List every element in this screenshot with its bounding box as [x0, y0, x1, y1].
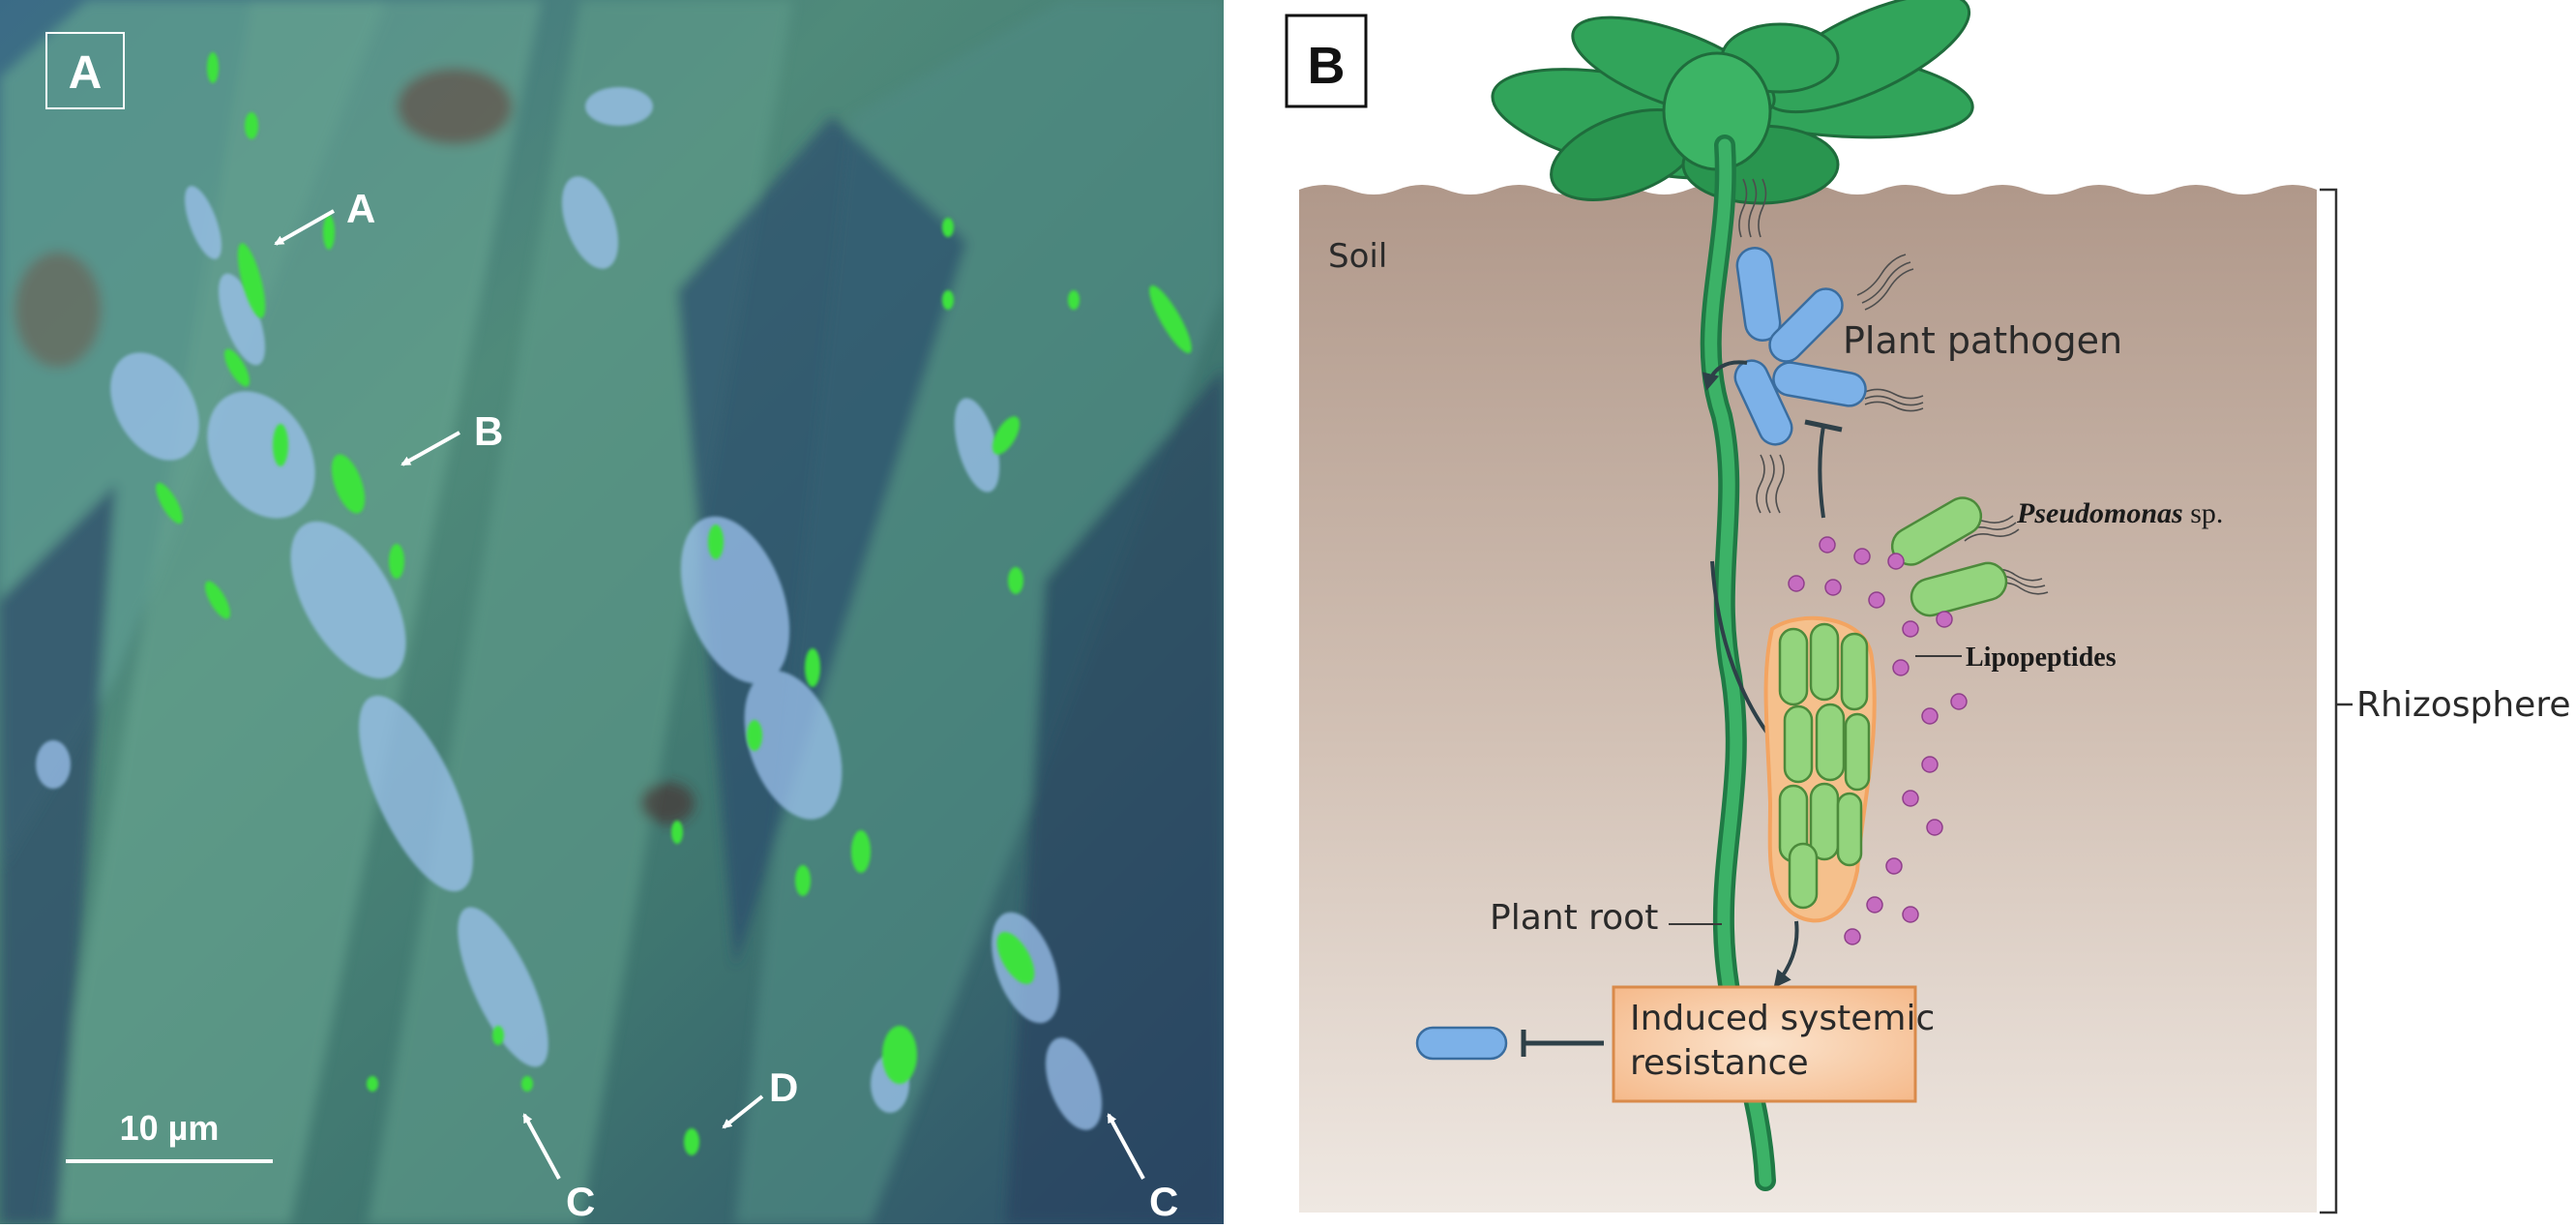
- lipopeptide-dots: [1788, 536, 1968, 945]
- arrow-a: [274, 209, 335, 246]
- panel-a-letter: A: [69, 47, 103, 99]
- blue-bacteria: [36, 87, 1103, 1130]
- micrograph-panel: [0, 0, 1224, 1224]
- lipopeptides-label: Lipopeptides: [1966, 643, 2117, 673]
- micro-annotations: [274, 209, 1145, 1180]
- pseudomonas-italic: Pseudomonas: [2016, 497, 2183, 529]
- panel-b-letter: B: [1308, 37, 1346, 95]
- label-c-left: C: [566, 1179, 595, 1224]
- green-bacteria: [156, 52, 1192, 1155]
- arrow-b: [400, 431, 460, 466]
- biofilm: [1763, 615, 1877, 923]
- arrow-c-right: [1107, 1113, 1145, 1180]
- plant-pathogens: [1733, 178, 1924, 514]
- inhibited-pathogen: [1415, 1026, 1604, 1061]
- rhizosphere-label: Rhizosphere: [2356, 685, 2570, 725]
- label-b: B: [474, 408, 503, 454]
- plant-leaves: [1491, 0, 1974, 205]
- label-a: A: [346, 186, 375, 231]
- soil-label: Soil: [1328, 237, 1387, 276]
- isr-box: [1612, 985, 1917, 1103]
- arrow-pathogen-root: [1702, 360, 1748, 391]
- pathogen-label: Plant pathogen: [1843, 319, 2122, 362]
- panel-b-letter-box: B: [1285, 14, 1368, 108]
- root-label: Plant root: [1490, 898, 1658, 938]
- tissue-bands: [0, 0, 1224, 1224]
- rhizosphere-bracket: [2320, 188, 2338, 1214]
- arrow-c-left: [522, 1113, 561, 1180]
- inhibition-bar: [1804, 419, 1843, 433]
- isr-line-2: resistance: [1630, 1043, 1809, 1083]
- inhibition-path: [1818, 425, 1825, 519]
- arrow-to-isr: [1773, 920, 1799, 989]
- pseudomonas-suffix: sp.: [2183, 497, 2224, 529]
- label-d: D: [769, 1064, 798, 1110]
- arrow-d: [722, 1094, 764, 1129]
- isr-line-1: Induced systemic: [1630, 999, 1935, 1038]
- panel-a-letter-box: A: [45, 32, 125, 109]
- label-c-right: C: [1149, 1179, 1178, 1224]
- pseudomonas-label: Pseudomonas sp.: [2016, 497, 2223, 529]
- scale-bar-label: 10 µm: [120, 1108, 220, 1148]
